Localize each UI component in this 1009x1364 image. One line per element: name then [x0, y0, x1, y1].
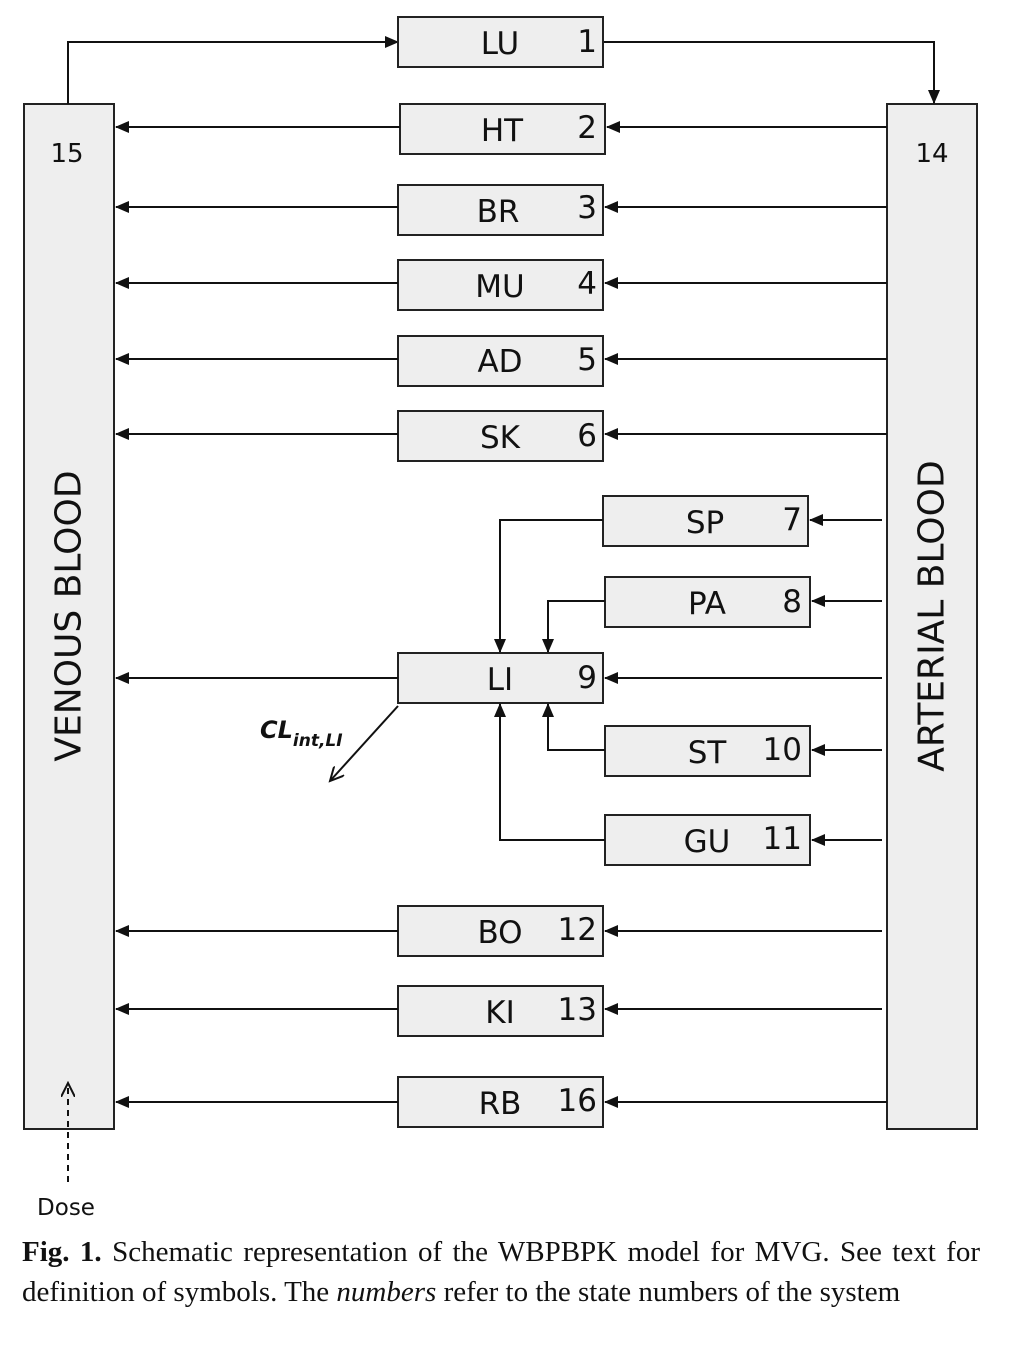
organ-sp: SP 7 [602, 495, 809, 547]
organ-number: 4 [577, 266, 597, 302]
organ-number: 10 [763, 732, 802, 768]
organ-label: SP [686, 505, 724, 541]
caption-text-1: Schematic representation of the WBPBPK m… [22, 1236, 980, 1308]
organ-number: 3 [577, 190, 597, 226]
venous-blood-column: 15 VENOUS BLOOD [23, 103, 115, 1130]
organ-label: LI [487, 662, 513, 698]
organ-number: 12 [558, 912, 597, 948]
clearance-arrow [330, 705, 399, 781]
organ-label: HT [481, 113, 524, 149]
st-to-li-arrow [542, 703, 605, 751]
organ-label: LU [481, 26, 519, 62]
organ-label: BR [477, 194, 520, 230]
clearance-label: CLint,LI [260, 716, 343, 751]
organ-ht: HT 2 [399, 103, 606, 155]
organ-number: 11 [763, 821, 802, 857]
organ-number: 8 [782, 584, 802, 620]
organ-label: GU [684, 824, 731, 860]
organ-gu: GU 11 [604, 814, 811, 866]
figure-number: Fig. 1. [22, 1236, 102, 1268]
dose-label: Dose [37, 1195, 95, 1221]
organ-label: ST [688, 735, 728, 771]
organ-label: KI [485, 995, 514, 1031]
organ-rb: RB 16 [397, 1076, 604, 1128]
organ-label: AD [477, 344, 522, 380]
venous-blood-label: VENOUS BLOOD [49, 470, 90, 761]
sp-to-li-arrow [494, 519, 603, 653]
organ-number: 7 [782, 502, 802, 538]
organ-li: LI 9 [397, 652, 604, 704]
organ-label: RB [479, 1086, 522, 1122]
caption-emphasis: numbers [336, 1276, 437, 1308]
venous-to-lung-arrow [67, 36, 399, 104]
arterial-blood-column: 14 ARTERIAL BLOOD [886, 103, 978, 1130]
lung-to-arterial-arrow [603, 41, 940, 104]
organ-number: 5 [577, 342, 597, 378]
organ-ki: KI 13 [397, 985, 604, 1037]
organ-label: BO [477, 915, 522, 951]
organ-mu: MU 4 [397, 259, 604, 311]
organ-number: 1 [577, 24, 597, 60]
organ-number: 6 [577, 418, 597, 454]
organ-bo: BO 12 [397, 905, 604, 957]
pbpk-diagram: 15 VENOUS BLOOD 14 ARTERIAL BLOOD LU 1 H… [23, 16, 978, 1221]
venous-blood-number: 15 [50, 139, 83, 169]
arterial-blood-label: ARTERIAL BLOOD [912, 460, 953, 771]
organ-number: 2 [577, 110, 597, 146]
organ-st: ST 10 [604, 725, 811, 777]
arterial-blood-number: 14 [915, 139, 948, 169]
organ-pa: PA 8 [604, 576, 811, 628]
organ-sk: SK 6 [397, 410, 604, 462]
organ-br: BR 3 [397, 184, 604, 236]
caption-text-2: refer to the state numbers of the system [443, 1276, 901, 1308]
organ-number: 13 [558, 992, 597, 1028]
clearance-main: CL [260, 716, 293, 744]
organ-label: PA [688, 586, 726, 622]
gu-to-li-arrow [494, 703, 605, 841]
organ-ad: AD 5 [397, 335, 604, 387]
pa-to-li-arrow [542, 600, 605, 653]
organ-label: MU [475, 269, 524, 305]
organ-label: SK [480, 420, 521, 456]
clearance-subscript: int,LI [293, 731, 343, 751]
organ-number: 9 [577, 660, 597, 696]
figure-caption: Fig. 1. Schematic representation of the … [22, 1232, 980, 1312]
organ-lu: LU 1 [397, 16, 604, 68]
organ-number: 16 [558, 1083, 597, 1119]
